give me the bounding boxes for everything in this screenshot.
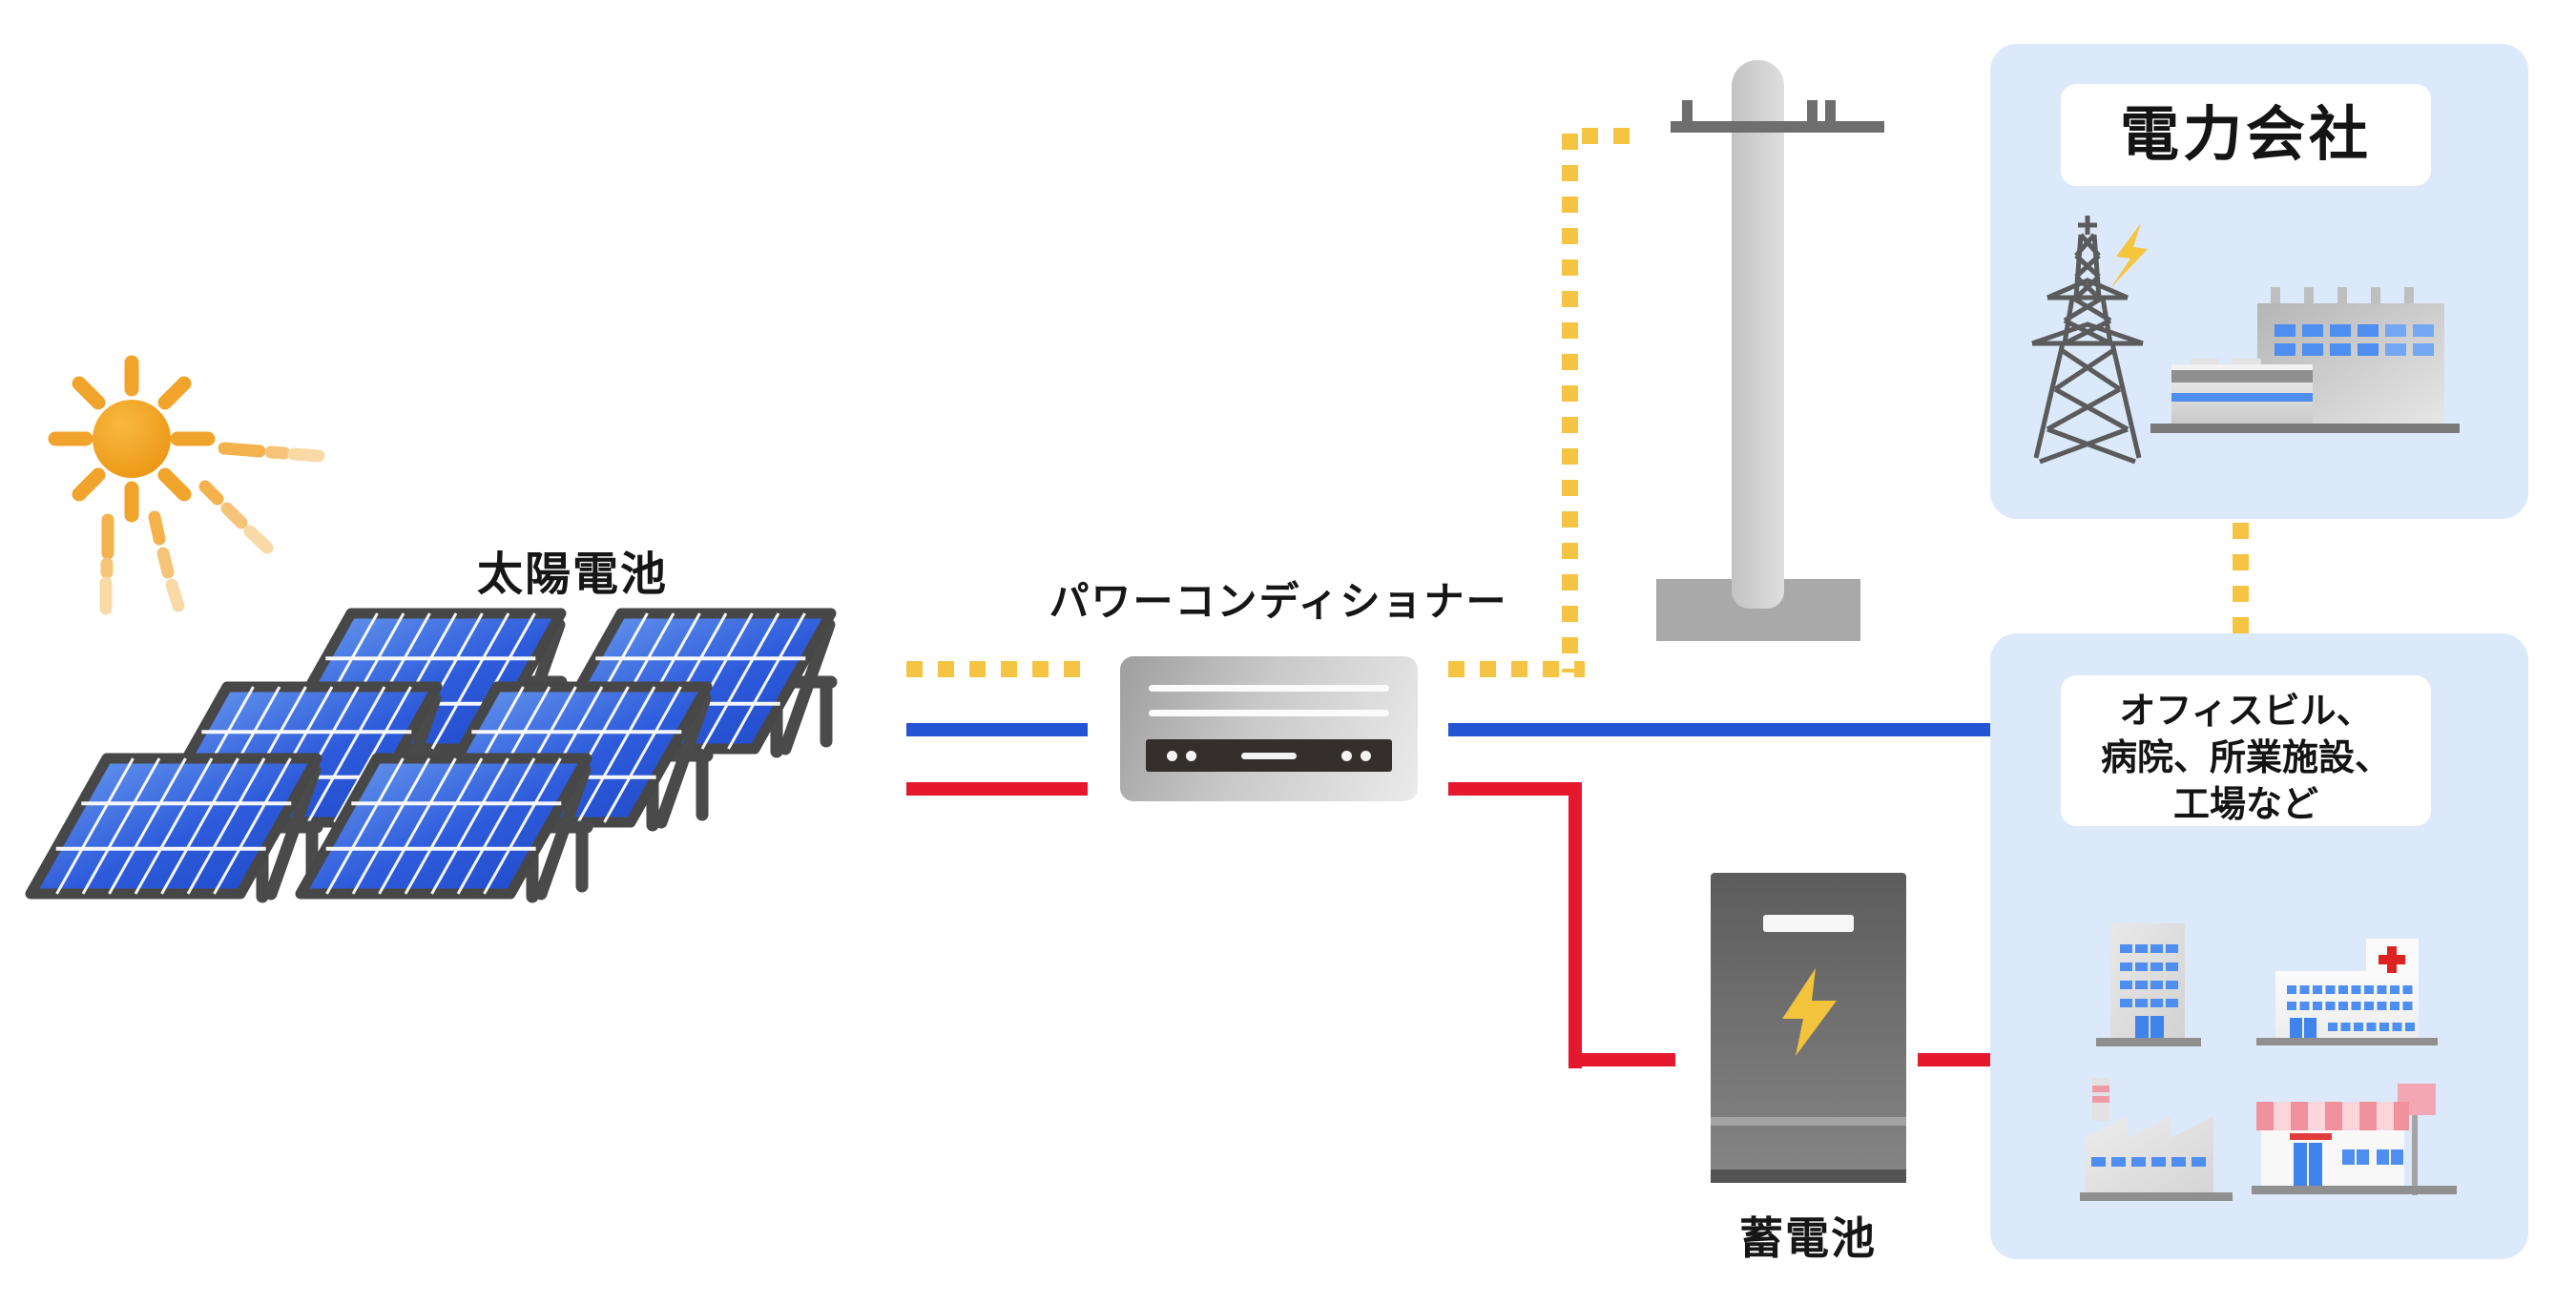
yellow-dashed-line-right	[1448, 661, 1585, 677]
pcs-front-stripe	[1146, 739, 1392, 772]
hospital-icon	[2256, 939, 2438, 1045]
power-plant-icon	[2150, 287, 2460, 433]
battery-divider	[1711, 1117, 1906, 1126]
utility-pole-insulator	[1807, 100, 1818, 123]
office-building-icon	[2096, 923, 2201, 1046]
consumers-zone: オフィスビル、 病院、所業施設、 工場など	[1990, 633, 2528, 1259]
red-line-down	[1568, 782, 1582, 1068]
utility-pole-crossarm	[1671, 121, 1884, 133]
yellow-dashed-line-vertical	[1562, 134, 1578, 673]
utility-pole-insulator	[1825, 100, 1836, 123]
consumers-label: オフィスビル、 病院、所業施設、 工場など	[2061, 675, 2431, 826]
sun-body	[93, 400, 171, 478]
transmission-tower-icon	[2031, 216, 2148, 465]
shop-sign-pole	[2412, 1115, 2418, 1195]
lightning-bolt-icon	[2110, 223, 2148, 288]
pcs-vent-line	[1149, 685, 1389, 692]
shop-icon	[2252, 1084, 2457, 1195]
storage-battery-icon	[1711, 873, 1906, 1183]
lightning-bolt-icon	[1782, 968, 1837, 1056]
yellow-dashed-line-between-zones	[2233, 523, 2249, 647]
solar-panel	[31, 758, 317, 897]
utility-pole-insulator	[1682, 100, 1693, 123]
utility-pole-icon	[1732, 60, 1784, 609]
power-company-zone: 電力会社	[1990, 44, 2528, 519]
solar-panels-label: 太陽電池	[476, 549, 668, 600]
blue-line-right	[1448, 723, 2015, 736]
shop-awning	[2256, 1102, 2409, 1130]
sun-icon	[48, 355, 325, 615]
battery-vent-slot	[1763, 915, 1854, 932]
red-line-right	[1448, 782, 1582, 796]
power-conditioner-icon	[1120, 656, 1418, 801]
red-line-to-battery	[1568, 1053, 1675, 1066]
blue-line-left	[906, 723, 1088, 736]
factory-icon	[2080, 1078, 2233, 1201]
power-company-label: 電力会社	[2061, 84, 2431, 186]
power-conditioner-label: パワーコンディショナー	[1049, 579, 1508, 624]
red-line-left	[906, 782, 1088, 796]
pcs-vent-line	[1149, 710, 1389, 716]
yellow-dashed-line-left	[906, 661, 1088, 677]
storage-battery-label: 蓄電池	[1739, 1213, 1877, 1263]
battery-base	[1711, 1169, 1906, 1183]
solar-panel-array-icon	[0, 572, 916, 954]
yellow-dashed-line-top-bend	[1582, 128, 1630, 144]
